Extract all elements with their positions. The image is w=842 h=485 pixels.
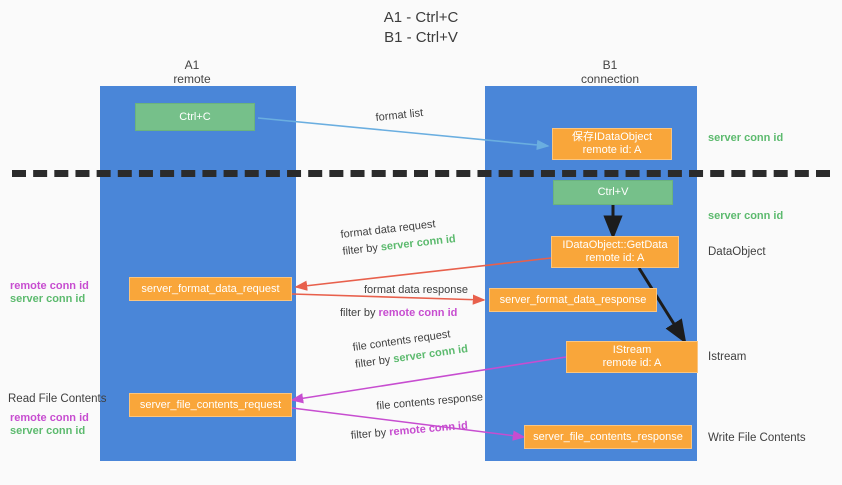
box-ctrl-v-label: Ctrl+V xyxy=(597,186,629,198)
left-label-remote-conn-id-1: remote conn id xyxy=(10,280,89,292)
phase-separator xyxy=(12,170,830,177)
box-server-format-data-request-label: server_format_data_request xyxy=(141,282,280,295)
box-save-idataobject-line2: remote id: A xyxy=(582,144,642,156)
box-server-file-contents-request[interactable]: server_file_contents_request xyxy=(129,393,292,417)
column-b1-name: B1 xyxy=(602,58,618,72)
right-label-server-conn-id-top: server conn id xyxy=(708,132,784,144)
column-a1-name: A1 xyxy=(184,58,200,72)
column-a1-sub: remote xyxy=(173,72,211,86)
filter-key-remote-conn-id: remote conn id xyxy=(378,307,458,319)
left-label-read-file-contents: Read File Contents xyxy=(8,393,107,405)
box-save-idataobject-line1: 保存IDataObject xyxy=(571,131,653,143)
right-label-server-conn-id-second: server conn id xyxy=(708,210,784,222)
column-header-b1: B1 connection xyxy=(540,58,680,86)
box-ctrl-c-label: Ctrl+C xyxy=(179,110,211,123)
box-ctrl-v[interactable]: Ctrl+V xyxy=(553,180,673,205)
left-label-server-conn-id-1: server conn id xyxy=(10,293,86,305)
filter-prefix: filter by xyxy=(341,241,382,258)
left-label-server-conn-id-2: server conn id xyxy=(10,425,86,437)
filter-prefix: filter by xyxy=(354,353,395,371)
title-line-2: B1 - Ctrl+V xyxy=(384,29,458,46)
diagram-title: A1 - Ctrl+C B1 - Ctrl+V xyxy=(0,8,842,48)
label-file-contents-response-group: file contents response filter by remote … xyxy=(348,391,486,443)
column-header-a1: A1 remote xyxy=(122,58,262,86)
column-b1-sub: connection xyxy=(580,72,640,86)
right-label-write-file-contents: Write File Contents xyxy=(708,432,806,444)
label-format-data-response: format data response xyxy=(364,284,468,296)
box-idataobject-getdata[interactable]: IDataObject::GetData remote id: A xyxy=(551,236,679,268)
right-label-istream: Istream xyxy=(708,351,747,363)
label-format-data-response-filter: filter by remote conn id xyxy=(340,307,468,320)
box-server-format-data-response[interactable]: server_format_data_response xyxy=(489,288,657,312)
box-istream-line1: IStream xyxy=(612,344,652,356)
box-save-idataobject[interactable]: 保存IDataObject remote id: A xyxy=(552,128,672,160)
box-getdata-line1: IDataObject::GetData xyxy=(562,239,668,251)
title-line-1: A1 - Ctrl+C xyxy=(383,9,459,26)
box-server-format-data-response-label: server_format_data_response xyxy=(499,293,647,306)
label-file-contents-response-filter: filter by remote conn id xyxy=(350,418,486,443)
filter-prefix: filter by xyxy=(350,426,390,442)
filter-prefix: filter by xyxy=(340,307,379,319)
box-getdata-line2: remote id: A xyxy=(585,252,645,264)
label-format-data-response-group: format data response filter by remote co… xyxy=(340,284,468,320)
box-ctrl-c[interactable]: Ctrl+C xyxy=(135,103,255,131)
right-label-dataobject: DataObject xyxy=(708,246,766,258)
box-istream-line2: remote id: A xyxy=(602,357,662,369)
box-istream[interactable]: IStream remote id: A xyxy=(566,341,698,373)
label-file-contents-request-group: file contents request filter by server c… xyxy=(352,326,469,372)
box-server-file-contents-response-label: server_file_contents_response xyxy=(533,430,683,443)
label-format-data-request-group: format data request filter by server con… xyxy=(340,216,456,259)
box-server-format-data-request[interactable]: server_format_data_request xyxy=(129,277,292,301)
left-label-remote-conn-id-2: remote conn id xyxy=(10,412,89,424)
label-file-contents-response: file contents response xyxy=(375,391,484,413)
box-server-file-contents-response[interactable]: server_file_contents_response xyxy=(524,425,692,449)
filter-key-remote-conn-id: remote conn id xyxy=(388,419,469,439)
box-server-file-contents-request-label: server_file_contents_request xyxy=(139,398,282,411)
label-format-list: format list xyxy=(375,107,424,124)
